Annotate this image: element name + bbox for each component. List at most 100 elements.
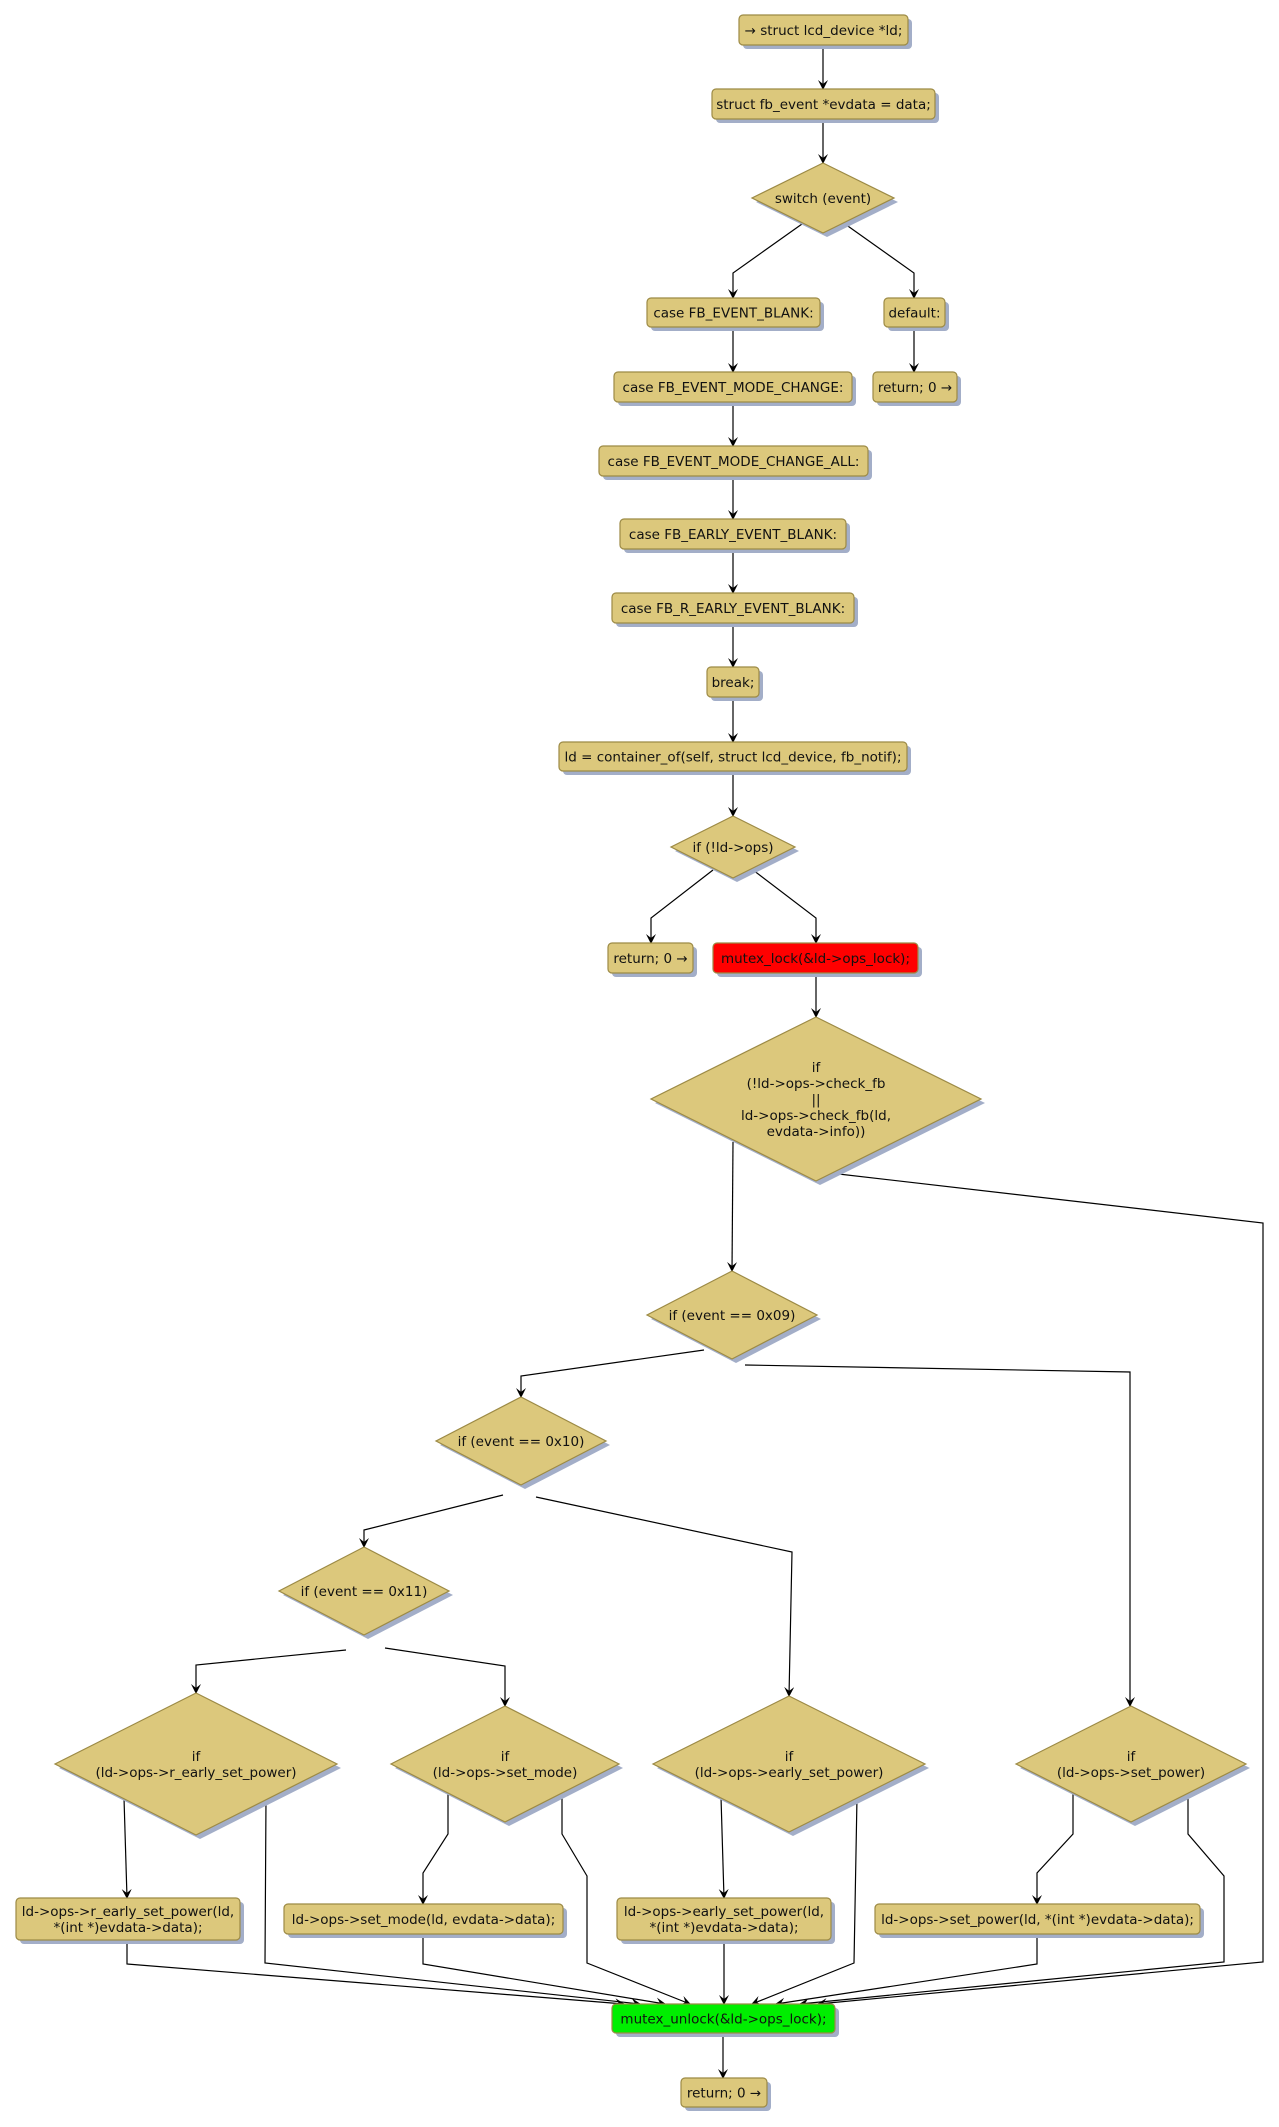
node-if-11[interactable]: if (event == 0x11) bbox=[277, 1546, 453, 1639]
node-box bbox=[711, 88, 936, 120]
edge-if_set_mode-to-unlock bbox=[561, 1793, 691, 2006]
node-call-set-mode[interactable]: ld->ops->set_mode(ld, evdata->data); bbox=[283, 1903, 567, 1938]
node-label: mutex_lock(&ld->ops_lock); bbox=[721, 951, 910, 967]
node-if-r-early[interactable]: if(ld->ops->r_early_set_power) bbox=[53, 1692, 341, 1839]
edge-if_early-to-call_early bbox=[718, 1796, 729, 1899]
node-diamond bbox=[645, 1270, 819, 1360]
node-if-early[interactable]: if(ld->ops->early_set_power) bbox=[651, 1695, 929, 1836]
edge-call_r_early-to-unlock bbox=[126, 1940, 625, 2009]
edge-if_check-to-unlock bbox=[817, 1172, 1264, 2009]
node-box bbox=[874, 1903, 1201, 1935]
node-box bbox=[680, 2077, 768, 2108]
node-diamond bbox=[434, 1396, 608, 1486]
node-if-check[interactable]: if(!ld->ops->check_fb||ld->ops->check_fb… bbox=[649, 1016, 985, 1185]
node-diamond bbox=[53, 1692, 339, 1836]
node-break[interactable]: break; bbox=[706, 666, 763, 701]
node-switch[interactable]: switch (event) bbox=[750, 162, 898, 237]
node-case-r-early[interactable]: case FB_R_EARLY_EVENT_BLANK: bbox=[611, 592, 858, 627]
edge-if_r_early-to-call_r_early bbox=[121, 1797, 132, 1899]
node-container[interactable]: ld = container_of(self, struct lcd_devic… bbox=[558, 741, 911, 775]
node-call-set-power[interactable]: ld->ops->set_power(ld, *(int *)evdata->d… bbox=[874, 1903, 1204, 1938]
node-box bbox=[872, 371, 958, 403]
node-label: case FB_R_EARLY_EVENT_BLANK: bbox=[621, 601, 845, 617]
edge-if_09-to-if_set_power bbox=[744, 1364, 1135, 1707]
node-evdata[interactable]: struct fb_event *evdata = data; bbox=[711, 88, 939, 123]
node-label: case FB_EVENT_MODE_CHANGE_ALL: bbox=[608, 454, 860, 470]
node-label: (ld->ops->early_set_power) bbox=[695, 1765, 884, 1781]
node-call-r-early[interactable]: ld->ops->r_early_set_power(ld,*(int *)ev… bbox=[15, 1897, 244, 1944]
node-label: case FB_EARLY_EVENT_BLANK: bbox=[629, 527, 837, 543]
node-if-09[interactable]: if (event == 0x09) bbox=[645, 1270, 821, 1363]
node-unlock[interactable]: mutex_unlock(&ld->ops_lock); bbox=[611, 2003, 839, 2037]
node-if-ops[interactable]: if (!ld->ops) bbox=[669, 815, 799, 882]
node-label: case FB_EVENT_BLANK: bbox=[653, 306, 813, 322]
edge-switch-to-case_blank bbox=[728, 223, 803, 299]
edges-layer bbox=[121, 45, 1264, 2079]
node-label: if (event == 0x10) bbox=[458, 1434, 585, 1450]
node-ret-default[interactable]: return; 0 → bbox=[872, 371, 961, 406]
node-if-10[interactable]: if (event == 0x10) bbox=[434, 1396, 610, 1489]
node-if-set-power[interactable]: if(ld->ops->set_power) bbox=[1014, 1705, 1250, 1826]
node-if-set-mode[interactable]: if(ld->ops->set_mode) bbox=[389, 1705, 623, 1826]
node-label: switch (event) bbox=[775, 191, 871, 207]
edge-if_ops-to-lock bbox=[752, 869, 821, 944]
node-label: (!ld->ops->check_fb bbox=[747, 1076, 886, 1092]
edge-if_early-to-unlock bbox=[751, 1796, 858, 2006]
node-default[interactable]: default: bbox=[883, 297, 949, 331]
node-diamond bbox=[649, 1016, 983, 1182]
node-label: ld->ops->check_fb(ld, bbox=[741, 1108, 891, 1124]
node-label: ld->ops->r_early_set_power(ld, bbox=[22, 1904, 234, 1920]
node-box bbox=[883, 297, 946, 328]
edge-if_11-to-if_set_mode bbox=[384, 1647, 510, 1707]
node-label: return; 0 → bbox=[878, 380, 952, 396]
edge-if_r_early-to-unlock bbox=[264, 1797, 641, 2008]
node-label: struct fb_event *evdata = data; bbox=[716, 97, 931, 113]
node-ret-end[interactable]: return; 0 → bbox=[680, 2077, 771, 2111]
node-box bbox=[619, 518, 847, 550]
node-ret-ops[interactable]: return; 0 → bbox=[607, 942, 697, 977]
node-label: if (!ld->ops) bbox=[692, 840, 773, 856]
node-label: if bbox=[192, 1749, 202, 1765]
nodes-layer: → struct lcd_device *ld; struct fb_event … bbox=[15, 14, 1250, 2111]
node-label: case FB_EVENT_MODE_CHANGE: bbox=[623, 380, 844, 396]
node-label: (ld->ops->set_mode) bbox=[433, 1765, 578, 1781]
node-case-mode[interactable]: case FB_EVENT_MODE_CHANGE: bbox=[613, 371, 856, 406]
node-diamond bbox=[651, 1695, 927, 1833]
node-box bbox=[598, 445, 869, 477]
node-label: *(int *)evdata->data); bbox=[649, 1920, 798, 1936]
node-lock[interactable]: mutex_lock(&ld->ops_lock); bbox=[712, 942, 922, 977]
edge-if_09-to-if_10 bbox=[516, 1349, 705, 1398]
node-label: evdata->info)) bbox=[767, 1124, 866, 1140]
node-label: if bbox=[785, 1749, 795, 1765]
node-box bbox=[611, 592, 855, 624]
node-box bbox=[607, 942, 694, 974]
node-label: → struct lcd_device *ld; bbox=[745, 23, 903, 39]
node-label: if bbox=[1127, 1749, 1137, 1765]
node-diamond bbox=[389, 1705, 621, 1823]
node-label: || bbox=[811, 1092, 820, 1108]
node-diamond bbox=[669, 815, 797, 879]
node-diamond bbox=[277, 1546, 451, 1636]
node-box bbox=[283, 1903, 564, 1935]
node-case-blank[interactable]: case FB_EVENT_BLANK: bbox=[646, 297, 824, 331]
node-label: ld->ops->set_power(ld, *(int *)evdata->d… bbox=[881, 1912, 1194, 1928]
node-case-early[interactable]: case FB_EARLY_EVENT_BLANK: bbox=[619, 518, 850, 553]
edge-if_10-to-if_early bbox=[535, 1496, 795, 1697]
node-label: if bbox=[812, 1060, 822, 1076]
node-label: ld->ops->set_mode(ld, evdata->data); bbox=[292, 1912, 556, 1928]
node-label: ld = container_of(self, struct lcd_devic… bbox=[565, 750, 902, 766]
node-box bbox=[611, 2003, 836, 2034]
node-case-mode-all[interactable]: case FB_EVENT_MODE_CHANGE_ALL: bbox=[598, 445, 872, 480]
node-box bbox=[706, 666, 760, 698]
edge-call_set_power-to-unlock bbox=[775, 1934, 1038, 2008]
node-start[interactable]: → struct lcd_device *ld; bbox=[738, 14, 912, 49]
node-call-early[interactable]: ld->ops->early_set_power(ld,*(int *)evda… bbox=[616, 1897, 835, 1944]
node-label: mutex_unlock(&ld->ops_lock); bbox=[620, 2012, 826, 2028]
node-diamond bbox=[1014, 1705, 1248, 1823]
node-box bbox=[712, 942, 919, 974]
edge-if_11-to-if_r_early bbox=[191, 1649, 347, 1694]
node-box bbox=[738, 14, 909, 46]
node-box bbox=[616, 1897, 832, 1941]
node-label: (ld->ops->r_early_set_power) bbox=[95, 1765, 296, 1781]
